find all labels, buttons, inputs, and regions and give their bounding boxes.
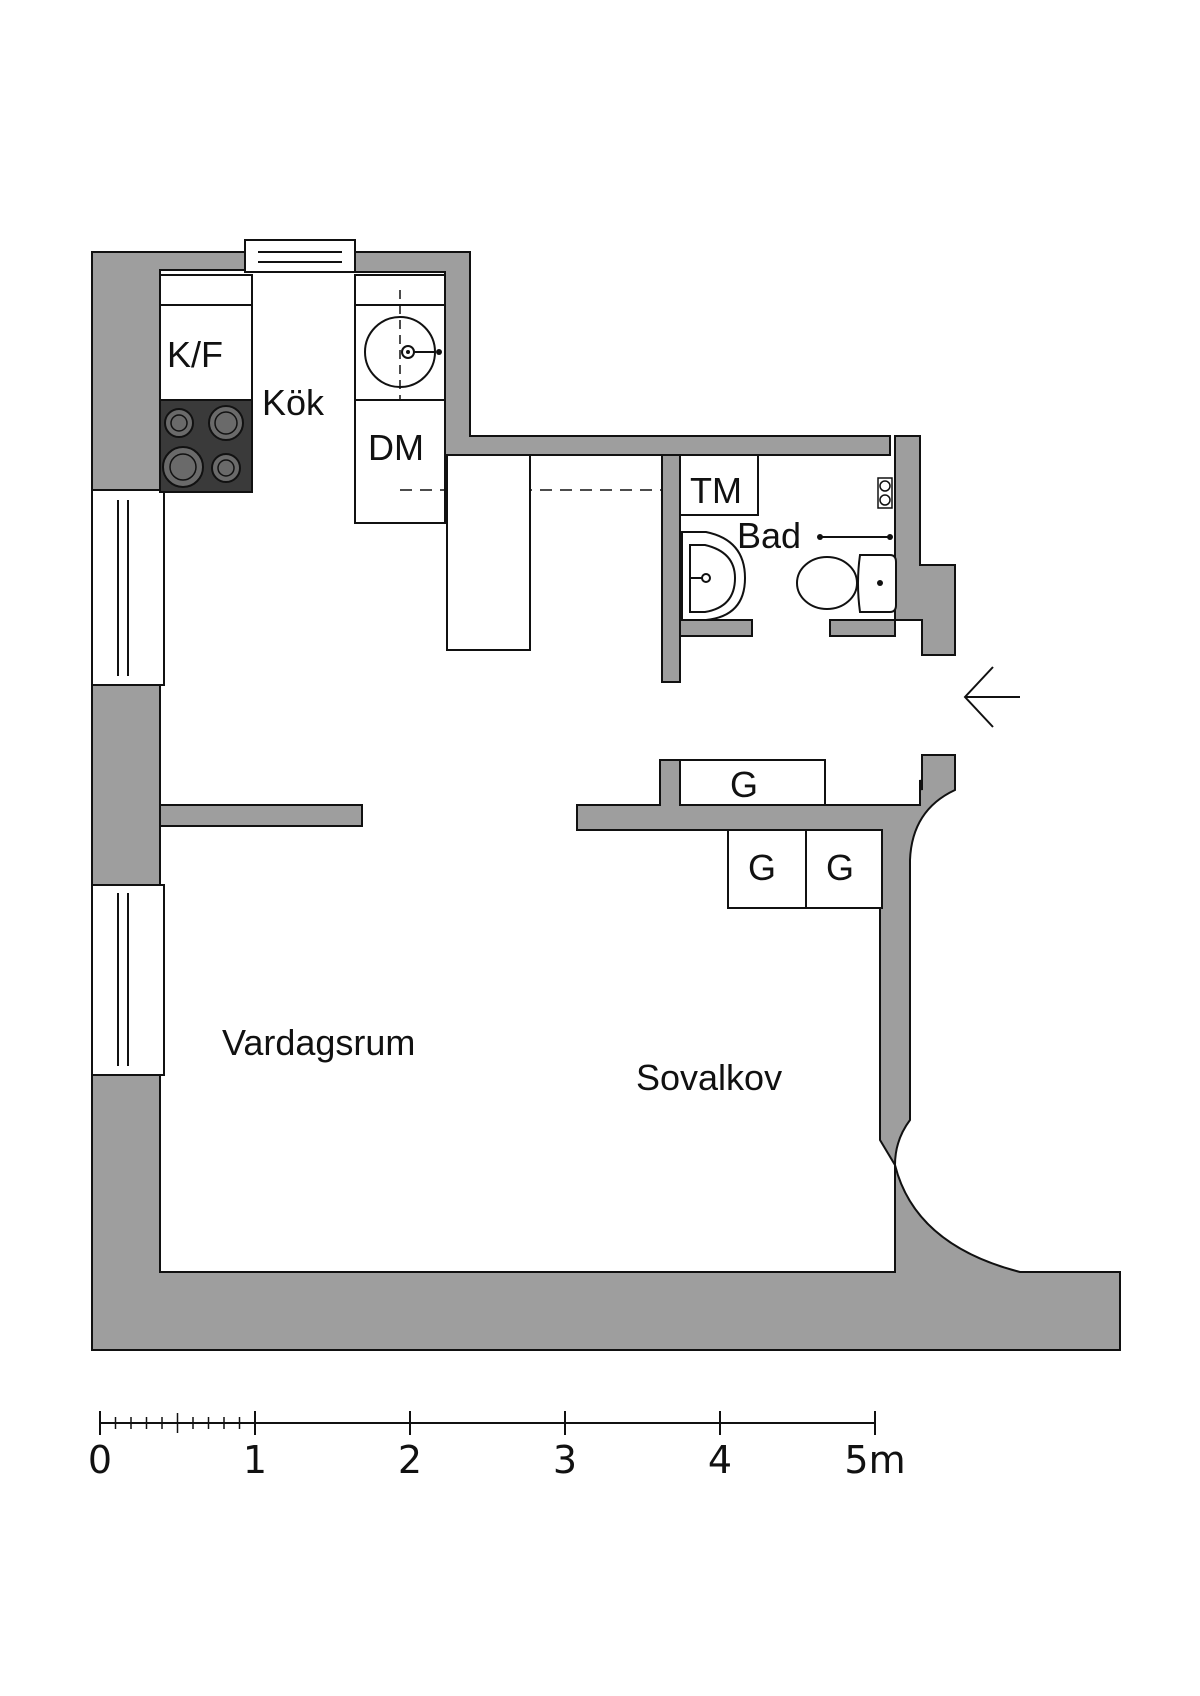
stove-icon — [159, 399, 253, 493]
wardrobe-3 — [805, 829, 883, 909]
sink-icon — [364, 290, 442, 490]
toilet-icon — [796, 554, 897, 613]
fridge-freezer-label: K/F — [167, 334, 223, 375]
kitchen-island — [446, 454, 531, 651]
wall-partition-left — [159, 804, 363, 827]
wardrobe-1 — [679, 759, 826, 806]
dishwasher — [354, 399, 446, 524]
wardrobe-1-label: G — [730, 764, 758, 805]
wall-top-kitchen-right — [354, 251, 891, 456]
wall-bath-bottom-right — [829, 619, 896, 637]
kitchen-label: Kök — [262, 382, 325, 423]
windows — [91, 239, 356, 1076]
scale-label-4: 4 — [708, 1438, 732, 1482]
wall-bath-left — [661, 454, 681, 683]
wardrobe-2-label: G — [748, 847, 776, 888]
counter-top-left — [159, 274, 253, 306]
shower-icon — [817, 477, 893, 540]
scale-label-5: 5m — [844, 1438, 905, 1482]
kitchen: K/F Kök DM — [159, 274, 662, 651]
wall-bath-right — [894, 435, 956, 656]
scale-ticks — [99, 1411, 876, 1435]
wardrobe-3-label: G — [826, 847, 854, 888]
alcove-label: Sovalkov — [636, 1057, 782, 1098]
scale-label-1: 1 — [243, 1438, 267, 1482]
wall-bath-bottom-left — [679, 619, 753, 637]
walls — [91, 251, 1121, 1351]
washbasin-icon — [681, 531, 747, 621]
wall-entrance-right — [576, 754, 956, 1169]
wall-bottom — [91, 1074, 1121, 1351]
scale-label-0: 0 — [88, 1438, 112, 1482]
bath-label: Bad — [737, 515, 801, 556]
living-room-label: Vardagsrum — [222, 1022, 415, 1063]
washer — [679, 454, 759, 516]
scale-bar: 0 1 2 3 4 5m — [88, 1411, 906, 1482]
wardrobes: G G G — [679, 759, 883, 909]
entrance-arrow-icon — [963, 666, 1020, 728]
window-top — [244, 239, 356, 273]
fridge-freezer — [159, 304, 253, 401]
wall-left-middle — [91, 684, 161, 886]
washer-label: TM — [690, 470, 742, 511]
bathroom: TM Bad — [679, 454, 897, 621]
scale-label-2: 2 — [398, 1438, 422, 1482]
scale-label-3: 3 — [553, 1438, 577, 1482]
dishwasher-label: DM — [368, 427, 424, 468]
